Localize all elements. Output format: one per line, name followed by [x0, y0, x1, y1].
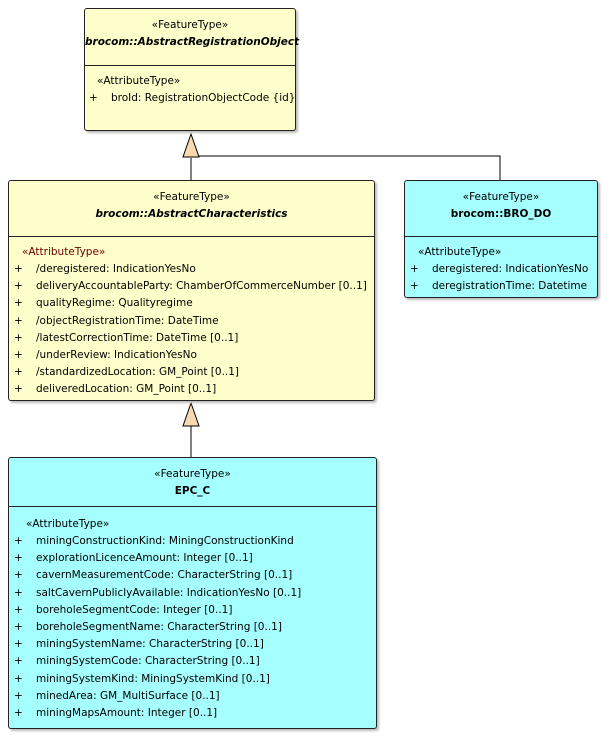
attribute-list: + deregistered: IndicationYesNo + deregistr… [410, 261, 597, 295]
attribute-row[interactable]: + miningConstructionKind: MiningConstruct… [14, 533, 376, 550]
attribute-row[interactable]: + cavernMeasurementCode: CharacterString … [14, 567, 376, 584]
attribute-row[interactable]: + explorationLicenceAmount: Integer [0..1… [14, 550, 376, 567]
attribute-list: + miningConstructionKind: MiningConstruct… [14, 533, 376, 722]
class-abstract-registration-object[interactable]: «FeatureType»brocom::AbstractRegistratio… [84, 8, 300, 131]
visibility-marker: + [14, 707, 23, 720]
visibility-marker: + [410, 280, 419, 293]
class-stereotype: «FeatureType» [151, 19, 229, 31]
attribute-row[interactable]: + miningSystemKind: MiningSystemKind [0..… [14, 671, 376, 688]
attribute-text: deliveryAccountableParty: ChamberOfComme… [36, 280, 367, 293]
attribute-row[interactable]: + /deregistered: IndicationYesNo [14, 261, 374, 278]
visibility-marker: + [14, 280, 23, 293]
visibility-marker: + [89, 92, 98, 104]
attribute-text: /objectRegistrationTime: DateTime [36, 314, 219, 327]
attribute-row[interactable]: + /latestCorrectionTime: DateTime [0..1] [14, 330, 374, 347]
class-name: EPC_C [174, 485, 211, 497]
generalization-line-bro-do [191, 155, 501, 180]
generalization-arrowhead-icon [182, 132, 200, 158]
attribute-text: deliveredLocation: GM_Point [0..1] [36, 383, 217, 396]
visibility-marker: + [14, 366, 23, 379]
class-abstract-characteristics[interactable]: «FeatureType»brocom::AbstractCharacteris… [8, 180, 375, 401]
attribute-text: boreholeSegmentCode: Integer [0..1] [36, 603, 233, 616]
visibility-marker: + [14, 603, 23, 616]
attribute-text: explorationLicenceAmount: Integer [0..1] [36, 552, 253, 565]
class-stereotype: «FeatureType» [153, 191, 230, 203]
attribute-stereotype: «AttributeType» [22, 246, 106, 258]
class-epc-c[interactable]: «FeatureType»EPC_C «AttributeType»+minin… [8, 457, 377, 729]
visibility-marker: + [14, 552, 23, 565]
attribute-text: miningSystemKind: MiningSystemKind [0..1… [36, 672, 270, 685]
visibility-marker: + [14, 586, 23, 599]
attribute-text: miningSystemName: CharacterString [0..1] [36, 638, 264, 651]
attribute-text: minedArea: GM_MultiSurface [0..1] [36, 689, 220, 702]
attribute-row[interactable]: + deliveryAccountableParty: ChamberOfComm… [14, 278, 374, 295]
attribute-text: boreholeSegmentName: CharacterString [0.… [36, 621, 282, 634]
class-stereotype: «FeatureType» [462, 191, 540, 203]
visibility-marker: + [14, 331, 23, 344]
visibility-marker: + [14, 314, 23, 327]
visibility-marker: + [14, 621, 23, 634]
attribute-row[interactable]: + boreholeSegmentCode: Integer [0..1] [14, 602, 376, 619]
attribute-row[interactable]: + qualityRegime: Qualityregime [14, 295, 374, 312]
attribute-text: /underReview: IndicationYesNo [36, 349, 197, 362]
attribute-text: miningSystemCode: CharacterString [0..1] [36, 655, 260, 668]
class-name: brocom::AbstractRegistrationObject [85, 36, 300, 48]
class-stereotype: «FeatureType» [154, 468, 231, 480]
attribute-list: + /deregistered: IndicationYesNo + delivery… [14, 261, 374, 399]
class-bro-do[interactable]: «FeatureType»brocom::BRO_DO «AttributeTy… [404, 180, 598, 298]
attribute-text: saltCavernPubliclyAvailable: IndicationY… [36, 586, 302, 599]
attribute-text: qualityRegime: Qualityregime [36, 297, 193, 310]
visibility-marker: + [14, 569, 23, 582]
attribute-text: cavernMeasurementCode: CharacterString [… [36, 569, 293, 582]
attribute-row[interactable]: + miningSystemName: CharacterString [0..1… [14, 636, 376, 653]
generalization-arrowhead-icon [182, 401, 200, 427]
attribute-row[interactable]: + /standardizedLocation: GM_Point [0..1] [14, 364, 374, 381]
attribute-row[interactable]: + saltCavernPubliclyAvailable: Indication… [14, 585, 376, 602]
attribute-text: miningMapsAmount: Integer [0..1] [36, 707, 218, 720]
attribute-text: broId: RegistrationObjectCode {id} [111, 92, 296, 104]
visibility-marker: + [14, 689, 23, 702]
attribute-stereotype: «AttributeType» [26, 518, 110, 530]
attribute-row[interactable]: + minedArea: GM_MultiSurface [0..1] [14, 688, 376, 705]
attribute-row[interactable]: + deregistered: IndicationYesNo [410, 261, 597, 278]
attribute-row[interactable]: + boreholeSegmentName: CharacterString [0… [14, 619, 376, 636]
attribute-row[interactable]: + /objectRegistrationTime: DateTime [14, 313, 374, 330]
class-name: brocom::BRO_DO [450, 208, 552, 220]
attribute-row[interactable]: + miningMapsAmount: Integer [0..1] [14, 705, 376, 722]
attribute-text: /latestCorrectionTime: DateTime [0..1] [36, 331, 239, 344]
visibility-marker: + [14, 535, 23, 547]
attribute-row[interactable]: + broId: RegistrationObjectCode {id} [89, 90, 296, 107]
attribute-list: + broId: RegistrationObjectCode {id} [89, 90, 296, 107]
visibility-marker: + [14, 383, 23, 396]
visibility-marker: + [410, 263, 419, 275]
visibility-marker: + [14, 263, 23, 275]
attribute-stereotype: «AttributeType» [97, 75, 181, 87]
attribute-text: deregistered: IndicationYesNo [432, 263, 589, 275]
attribute-text: /standardizedLocation: GM_Point [0..1] [36, 366, 240, 379]
visibility-marker: + [14, 349, 23, 362]
attribute-text: /deregistered: IndicationYesNo [36, 263, 196, 275]
attribute-row[interactable]: + miningSystemCode: CharacterString [0..1… [14, 653, 376, 670]
attribute-row[interactable]: + /underReview: IndicationYesNo [14, 347, 374, 364]
visibility-marker: + [14, 672, 23, 685]
attribute-text: deregistrationTime: Datetime [432, 280, 588, 293]
visibility-marker: + [14, 655, 23, 668]
attribute-row[interactable]: + deregistrationTime: Datetime [410, 278, 597, 295]
class-name: brocom::AbstractCharacteristics [95, 208, 288, 220]
attribute-stereotype: «AttributeType» [418, 246, 502, 258]
attribute-text: miningConstructionKind: MiningConstructi… [36, 535, 294, 547]
visibility-marker: + [14, 297, 23, 310]
attribute-row[interactable]: + deliveredLocation: GM_Point [0..1] [14, 381, 374, 398]
visibility-marker: + [14, 638, 23, 651]
